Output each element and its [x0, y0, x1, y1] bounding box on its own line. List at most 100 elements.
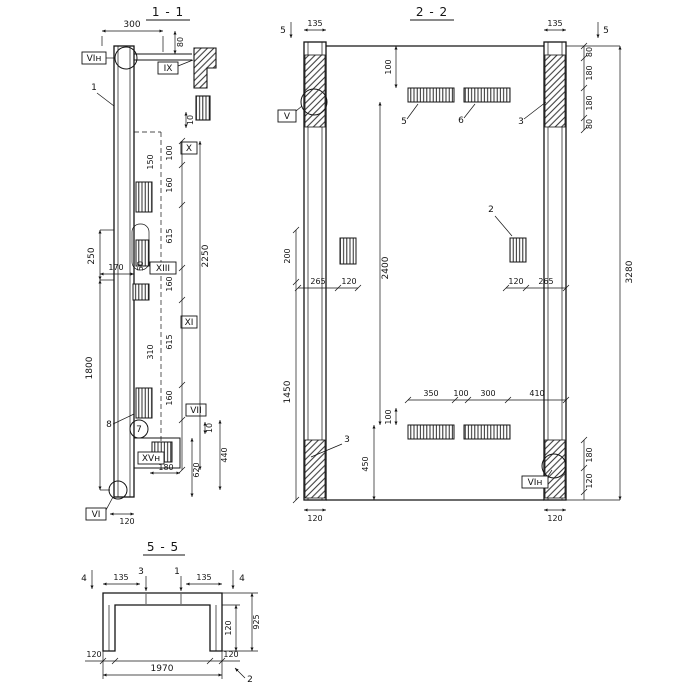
mark-vin-label: VIн — [87, 54, 102, 64]
dim-135a-label: 135 — [113, 573, 128, 582]
insert-hatch-right — [509, 237, 527, 263]
section-2-2: 2 - 2 5 5 135 135 80 180 180 — [277, 5, 635, 523]
dim-1450-label: 1450 — [283, 380, 293, 403]
mark-box-vin — [521, 475, 549, 489]
dim-265b-label: 265 — [538, 277, 553, 286]
channel-profile — [102, 592, 223, 652]
dim-300-label: 300 — [480, 389, 495, 398]
detail-hatch-small — [195, 95, 211, 121]
section-2-2-title: 2 - 2 — [416, 5, 448, 19]
cut-4-right-label: 4 — [239, 574, 245, 584]
detail-circle-vin — [541, 453, 567, 479]
dim-135-left-label: 135 — [307, 19, 322, 28]
mark-box-vi — [85, 507, 107, 521]
dim-620-label: 620 — [192, 462, 201, 477]
column-hatch — [304, 54, 326, 128]
mark-vi-label: VI — [92, 510, 101, 520]
mark-v-label: V — [284, 112, 291, 122]
rebar-bar — [407, 87, 455, 103]
dim-10-top-label: 10 — [186, 115, 195, 125]
dim-100-label: 100 — [165, 145, 174, 160]
part-7-label: 7 — [136, 425, 142, 435]
dim-120c-label: 120 — [585, 473, 594, 488]
section-5-5: 5 - 5 4 135 3 1 135 4 120 925 120 — [81, 540, 261, 685]
dim-135b-label: 135 — [196, 573, 211, 582]
mark-xi-label: XI — [185, 318, 194, 328]
dim-310-label: 310 — [146, 344, 155, 359]
section-1-1: 1 - 1 10 VIн IX — [81, 5, 229, 526]
bottom-bracket — [134, 437, 181, 469]
mark-x-label: X — [186, 144, 192, 154]
dim-925-label: 925 — [252, 614, 261, 629]
column-hatch — [544, 439, 566, 499]
dim-100-bottom-label: 100 — [384, 409, 393, 424]
mark-vii-label: VII — [190, 406, 201, 416]
dim-160-label: 160 — [165, 276, 174, 291]
dim-440-label: 440 — [220, 447, 229, 462]
rebar-hatch — [135, 387, 153, 419]
dim-50-label: 50 — [136, 261, 145, 271]
section-1-1-title: 1 - 1 — [152, 5, 184, 19]
dim-180-label: 180 — [158, 463, 173, 472]
rebar-hatch — [132, 283, 150, 301]
dim-2250-label: 2250 — [201, 244, 211, 267]
insert-hatch-left — [339, 237, 357, 265]
rebar-hatch — [135, 181, 153, 213]
dim-180c-label: 180 — [585, 447, 594, 462]
dim-135-right-label: 135 — [547, 19, 562, 28]
part-1-label: 1 — [91, 83, 97, 93]
part-6-label: 6 — [458, 116, 464, 126]
dim-120a-label: 120 — [224, 620, 233, 635]
cut-4-left-label: 4 — [81, 574, 87, 584]
dim-120d-label: 120 — [307, 514, 322, 523]
dim-160-label: 160 — [165, 177, 174, 192]
dim-450-label: 450 — [361, 456, 370, 471]
dim-1970-label: 1970 — [151, 664, 174, 674]
right-column-outline — [543, 41, 567, 501]
mark-xiii-label: XIII — [156, 264, 170, 274]
dim-410-label: 410 — [529, 389, 544, 398]
dim-120-label: 120 — [119, 517, 134, 526]
detail-circle-v — [300, 88, 328, 116]
cut-3-label: 3 — [138, 567, 144, 577]
dim-150-label: 150 — [146, 154, 155, 169]
dim-100-top-label: 100 — [384, 59, 393, 74]
left-column-outline — [303, 41, 327, 501]
mark-box-xiii — [149, 261, 177, 275]
dim-180a-label: 180 — [585, 65, 594, 80]
dim-1800-label: 1800 — [85, 356, 95, 379]
mark-xvn-label: XVн — [142, 454, 160, 464]
dim-120b-label: 120 — [508, 277, 523, 286]
mark-box-xvn — [137, 451, 165, 465]
part-2-label: 2 — [488, 205, 494, 215]
mark-box-v — [277, 109, 297, 123]
cut-2-label: 2 — [247, 675, 253, 685]
mark-vin-label: VIн — [528, 478, 543, 488]
cut-2-arrow — [234, 667, 246, 679]
mark-box-x — [180, 141, 198, 155]
part-5-label: 5 — [401, 117, 407, 127]
part-3-top-label: 3 — [518, 117, 524, 127]
detail-ix-hatch — [193, 47, 217, 89]
rebar-bar — [463, 87, 511, 103]
dim-200-label: 200 — [283, 248, 292, 263]
dim-170-label: 170 — [108, 263, 123, 272]
detail-circle-vin — [114, 46, 138, 70]
part-8-label: 8 — [106, 420, 112, 430]
dim-250-label: 250 — [87, 247, 97, 264]
dim-300-label: 300 — [123, 20, 140, 30]
cut-5-left-label: 5 — [280, 26, 286, 36]
cut-5-right-label: 5 — [603, 26, 609, 36]
dim-615-label: 615 — [165, 334, 174, 349]
dim-100b-label: 100 — [453, 389, 468, 398]
dim-265a-label: 265 — [310, 277, 325, 286]
dim-120a-label: 120 — [341, 277, 356, 286]
mark-ix-label: IX — [164, 64, 173, 74]
rebar-bar — [463, 424, 511, 440]
part-3-bottom-label: 3 — [344, 435, 350, 445]
dim-180b-label: 180 — [585, 95, 594, 110]
dim-120c-label: 120 — [223, 650, 238, 659]
dim-120b-label: 120 — [86, 650, 101, 659]
